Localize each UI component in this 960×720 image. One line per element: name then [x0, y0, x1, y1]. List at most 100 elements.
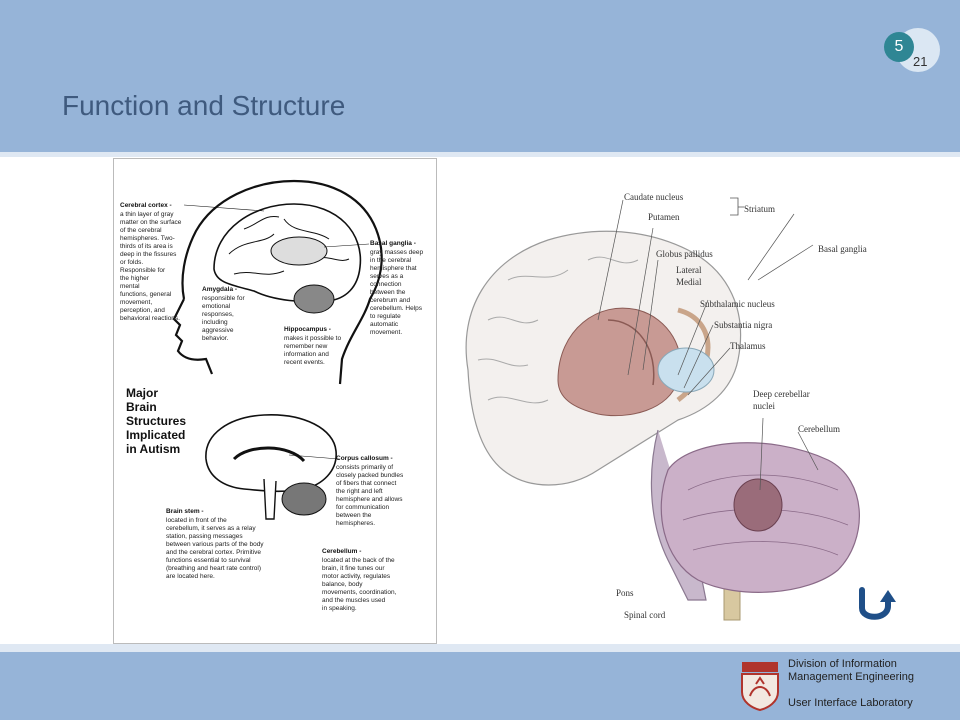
svg-text:hemispheres. Two-: hemispheres. Two- [120, 235, 175, 242]
svg-text:the right and left: the right and left [336, 488, 383, 495]
autism-brain-diagram: Cerebral cortex - a thin layer of gray m… [120, 179, 423, 612]
svg-text:behavior.: behavior. [202, 335, 229, 342]
svg-text:recent events.: recent events. [284, 359, 325, 366]
label-corpus-callosum-text: consists primarily of closely packed bun… [336, 464, 404, 527]
svg-text:or folds.: or folds. [120, 259, 143, 266]
label-putamen: Putamen [648, 212, 680, 222]
svg-text:functions, general: functions, general [120, 291, 172, 298]
label-cerebral-cortex-text: a thin layer of gray matter on the surfa… [120, 211, 182, 322]
label-basal-ganglia-text: gray masses deep in the cerebral hemisph… [370, 249, 423, 336]
label-brain-stem-text: located in front of the cerebellum, it s… [166, 517, 264, 580]
svg-text:deep in the fissures: deep in the fissures [120, 251, 177, 258]
svg-text:(breathing and heart rate cont: (breathing and heart rate control) [166, 565, 261, 572]
label-basal-ganglia: Basal ganglia [818, 244, 867, 254]
svg-text:and the cerebral cortex. Primi: and the cerebral cortex. Primitive [166, 549, 261, 556]
slide-footer [0, 652, 960, 720]
svg-text:closely packed bundles: closely packed bundles [336, 472, 404, 479]
label-brain-stem-title: Brain stem - [166, 508, 204, 515]
autism-brain-structures-figure: Cerebral cortex - a thin layer of gray m… [113, 158, 437, 644]
svg-text:a thin layer of gray: a thin layer of gray [120, 211, 174, 218]
svg-text:the higher: the higher [120, 275, 150, 282]
svg-text:Structures: Structures [126, 414, 186, 428]
svg-text:in speaking.: in speaking. [322, 605, 357, 612]
svg-text:movements, coordination,: movements, coordination, [322, 589, 397, 596]
label-cerebellum-title: Cerebellum - [322, 548, 361, 555]
svg-text:makes it possible to: makes it possible to [284, 335, 341, 342]
label-amygdala-title: Amygdala - [202, 286, 237, 293]
svg-text:movement,: movement, [120, 299, 152, 306]
label-deep-cerebellar: Deep cerebellar [753, 389, 810, 399]
svg-text:are located here.: are located here. [166, 573, 215, 580]
label-subthalamic-nucleus: Subthalamic nucleus [700, 299, 775, 309]
svg-text:brain, it fine tunes our: brain, it fine tunes our [322, 565, 385, 572]
svg-text:of the cerebral: of the cerebral [120, 227, 162, 234]
svg-text:located in front of the: located in front of the [166, 517, 227, 524]
label-deep-cerebellar-nuclei: nuclei [753, 401, 775, 411]
label-caudate-nucleus: Caudate nucleus [624, 192, 684, 202]
svg-text:station, passing messages: station, passing messages [166, 533, 243, 540]
svg-text:motor activity, regulates: motor activity, regulates [322, 573, 391, 580]
svg-text:Responsible for: Responsible for [120, 267, 166, 274]
department-name: Division of Information Management Engin… [788, 658, 914, 683]
label-lateral: Lateral [676, 265, 702, 275]
svg-text:between the: between the [370, 289, 406, 296]
label-hippocampus-title: Hippocampus - [284, 326, 331, 333]
svg-text:behavioral reactions.: behavioral reactions. [120, 315, 180, 322]
page-number-badge: 5 [884, 32, 914, 62]
svg-text:cerebellum. Helps: cerebellum. Helps [370, 305, 423, 312]
svg-text:in Autism: in Autism [126, 442, 180, 456]
svg-text:consists primarily of: consists primarily of [336, 464, 393, 471]
label-pons: Pons [616, 588, 634, 598]
svg-text:responses,: responses, [202, 311, 234, 318]
label-cerebellum: Cerebellum [798, 424, 840, 434]
svg-text:cerebellum, it serves as a rel: cerebellum, it serves as a relay [166, 525, 256, 532]
svg-text:located at the back of the: located at the back of the [322, 557, 395, 564]
footer-divider [0, 644, 960, 652]
svg-text:aggressive: aggressive [202, 327, 234, 334]
svg-text:Major: Major [126, 386, 158, 400]
lab-name: User Interface Laboratory [788, 697, 913, 709]
university-crest-icon [740, 660, 780, 712]
svg-text:including: including [202, 319, 228, 326]
svg-text:movement.: movement. [370, 329, 402, 336]
svg-text:between the: between the [336, 512, 372, 519]
svg-text:hemispheres.: hemispheres. [336, 520, 375, 527]
label-globus-pallidus: Globus pallidus [656, 249, 713, 259]
svg-text:connection: connection [370, 281, 402, 288]
svg-text:matter on the surface: matter on the surface [120, 219, 182, 226]
svg-text:in the cerebral: in the cerebral [370, 257, 412, 264]
svg-text:Implicated: Implicated [126, 428, 185, 442]
label-striatum: Striatum [744, 204, 775, 214]
svg-text:responsible for: responsible for [202, 295, 245, 302]
slide-title: Function and Structure [62, 90, 346, 121]
label-corpus-callosum-title: Corpus callosum - [336, 455, 393, 462]
svg-text:automatic: automatic [370, 321, 399, 328]
label-thalamus: Thalamus [730, 341, 766, 351]
header-divider [0, 152, 960, 157]
label-hippocampus-text: makes it possible to remember new inform… [284, 335, 341, 366]
svg-text:mental: mental [120, 283, 140, 290]
page-total: 21 [913, 54, 928, 69]
return-arrow-icon[interactable] [854, 580, 902, 628]
basal-ganglia-figure: Caudate nucleus Putamen Striatum Globus … [448, 170, 908, 640]
svg-text:functions essential to surviva: functions essential to survival [166, 557, 251, 564]
svg-text:between various parts of the b: between various parts of the body [166, 541, 264, 548]
label-medial: Medial [676, 277, 702, 287]
figure-heading: Major Brain Structures Implicated in Aut… [126, 386, 186, 456]
label-basal-ganglia-title: Basal ganglia - [370, 240, 416, 247]
svg-text:hemisphere and allows: hemisphere and allows [336, 496, 403, 503]
svg-text:of fibers that connect: of fibers that connect [336, 480, 397, 487]
label-amygdala-text: responsible for emotional responses, inc… [202, 295, 245, 342]
label-cerebellum-text: located at the back of the brain, it fin… [322, 557, 397, 612]
svg-text:emotional: emotional [202, 303, 231, 310]
svg-text:for communication: for communication [336, 504, 389, 511]
svg-text:and the muscles used: and the muscles used [322, 597, 386, 604]
slide-header [0, 0, 960, 152]
svg-text:to regulate: to regulate [370, 313, 401, 320]
basal-ganglia-diagram: Caudate nucleus Putamen Striatum Globus … [465, 192, 867, 621]
svg-text:perception, and: perception, and [120, 307, 165, 314]
svg-text:thirds of its area is: thirds of its area is [120, 243, 173, 250]
svg-text:cerebrum and: cerebrum and [370, 297, 410, 304]
label-substantia-nigra: Substantia nigra [714, 320, 772, 330]
svg-text:balance, body: balance, body [322, 581, 363, 588]
